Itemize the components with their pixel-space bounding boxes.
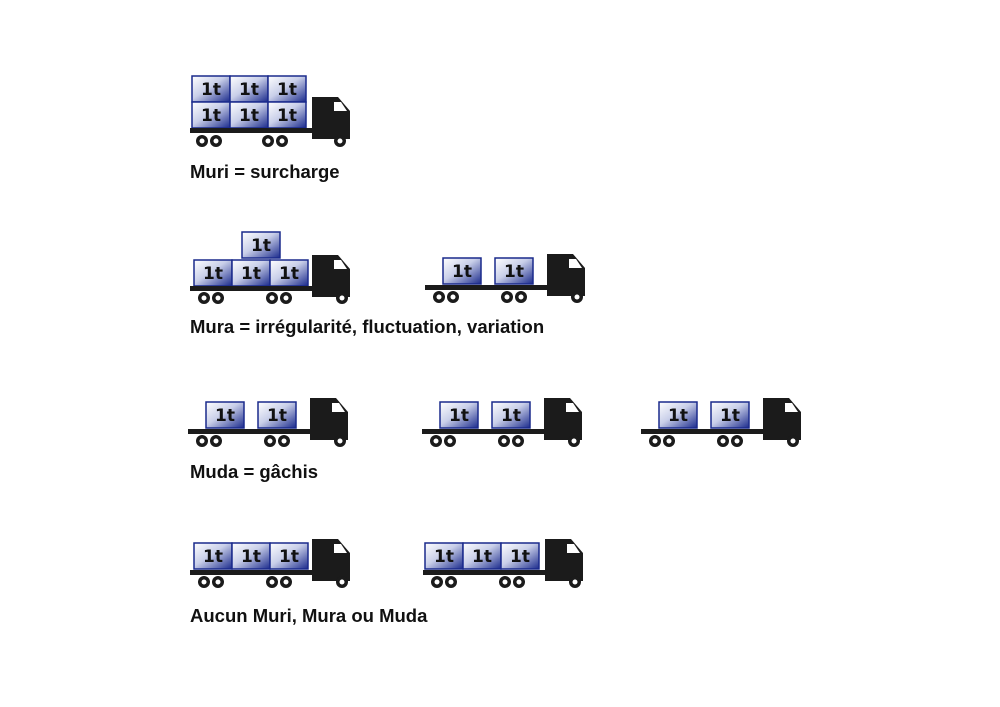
truck-mura-underloaded: 1t 1t bbox=[425, 248, 595, 308]
cargo-box-label: 1t bbox=[203, 264, 223, 284]
truck-muda-3: 1t 1t bbox=[641, 392, 811, 452]
label-aucun: Aucun Muri, Mura ou Muda bbox=[190, 605, 427, 627]
truck-mura-overloaded: 1t 1t 1t 1t bbox=[190, 228, 360, 308]
truck-bed bbox=[425, 285, 547, 290]
cargo-box-label: 1t bbox=[501, 406, 521, 426]
cargo-box-label: 1t bbox=[215, 406, 235, 426]
cargo-box-label: 1t bbox=[277, 80, 297, 100]
cargo-box-label: 1t bbox=[279, 264, 299, 284]
truck-bed bbox=[641, 429, 763, 434]
cargo-box-label: 1t bbox=[201, 80, 221, 100]
cargo-box-label: 1t bbox=[203, 547, 223, 567]
cargo-box-label: 1t bbox=[510, 547, 530, 567]
cargo-box-label: 1t bbox=[241, 264, 261, 284]
cargo-box-label: 1t bbox=[434, 547, 454, 567]
truck-bed bbox=[190, 128, 312, 133]
label-muri: Muri = surcharge bbox=[190, 161, 340, 183]
cargo-box-label: 1t bbox=[239, 106, 259, 126]
truck-bed bbox=[190, 286, 312, 291]
cargo-box-label: 1t bbox=[720, 406, 740, 426]
truck-muda-1: 1t 1t bbox=[188, 392, 358, 452]
truck-cab bbox=[763, 398, 801, 440]
truck-bed bbox=[188, 429, 310, 434]
cargo-box-label: 1t bbox=[452, 262, 472, 282]
cargo-box-label: 1t bbox=[267, 406, 287, 426]
cargo-box-label: 1t bbox=[449, 406, 469, 426]
truck-cab bbox=[312, 539, 350, 581]
truck-bed bbox=[190, 570, 312, 575]
truck-cab bbox=[547, 254, 585, 296]
label-mura: Mura = irrégularité, fluctuation, variat… bbox=[190, 316, 544, 338]
truck-bed bbox=[422, 429, 544, 434]
truck-cab bbox=[312, 255, 350, 297]
cargo-box-label: 1t bbox=[668, 406, 688, 426]
cargo-box-label: 1t bbox=[251, 236, 271, 256]
truck-cab bbox=[310, 398, 348, 440]
truck-balanced-1: 1t 1t 1t bbox=[190, 533, 360, 593]
truck-muda-2: 1t 1t bbox=[422, 392, 592, 452]
cargo-box-label: 1t bbox=[279, 547, 299, 567]
cargo-box-label: 1t bbox=[504, 262, 524, 282]
cargo-box-label: 1t bbox=[239, 80, 259, 100]
cargo-box-label: 1t bbox=[201, 106, 221, 126]
cargo-box-label: 1t bbox=[241, 547, 261, 567]
cargo-box-label: 1t bbox=[472, 547, 492, 567]
truck-bed bbox=[423, 570, 545, 575]
truck-cab bbox=[312, 97, 350, 139]
truck-balanced-2: 1t 1t 1t bbox=[423, 533, 593, 593]
cargo-box-label: 1t bbox=[277, 106, 297, 126]
truck-cab bbox=[545, 539, 583, 581]
truck-muri-overloaded: 1t 1t 1t 1t 1t 1t bbox=[190, 70, 360, 152]
label-muda: Muda = gâchis bbox=[190, 461, 318, 483]
truck-cab bbox=[544, 398, 582, 440]
